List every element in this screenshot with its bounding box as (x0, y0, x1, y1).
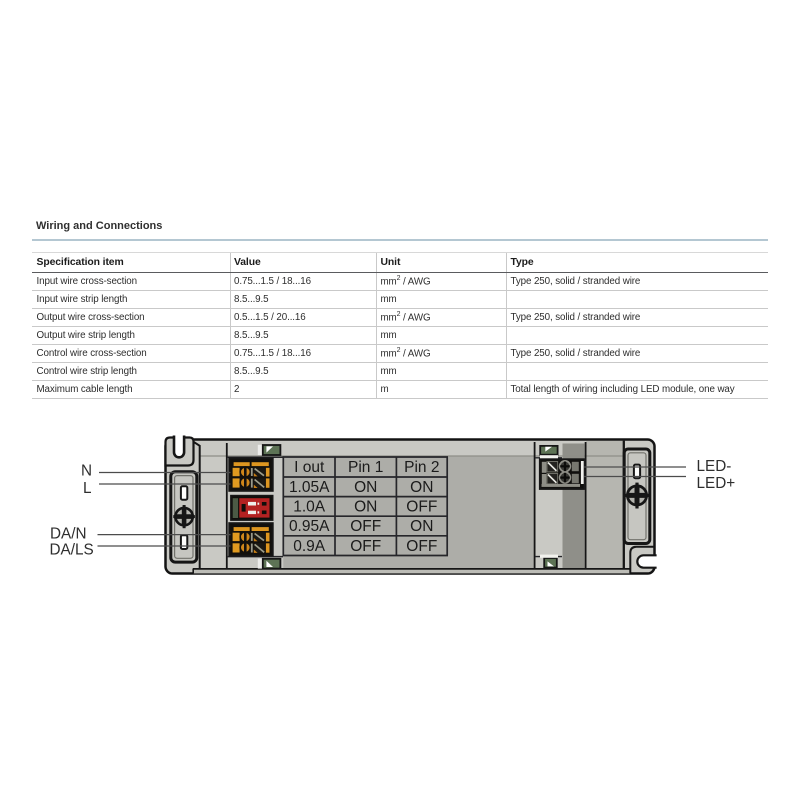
svg-text:OFF: OFF (350, 538, 381, 555)
svg-text:Pin 2: Pin 2 (404, 459, 439, 476)
svg-text:N: N (81, 462, 92, 479)
svg-text:Pin 1: Pin 1 (348, 459, 383, 476)
svg-text:0.9A: 0.9A (293, 538, 326, 555)
svg-text:0.95A: 0.95A (289, 518, 330, 535)
svg-text:ON: ON (354, 499, 377, 516)
svg-text:1.0A: 1.0A (293, 499, 326, 516)
svg-text:1.05A: 1.05A (289, 479, 330, 496)
svg-text:DA/LS: DA/LS (50, 541, 94, 558)
svg-text:ON: ON (410, 518, 433, 535)
svg-text:LED-: LED- (697, 458, 732, 475)
svg-text:OFF: OFF (350, 518, 381, 535)
svg-text:LED+: LED+ (697, 475, 736, 492)
svg-text:OFF: OFF (406, 499, 437, 516)
svg-text:OFF: OFF (406, 538, 437, 555)
svg-text:DA/N: DA/N (50, 525, 87, 542)
svg-text:I out: I out (294, 459, 325, 476)
svg-text:L: L (83, 480, 92, 497)
svg-text:ON: ON (354, 479, 377, 496)
svg-text:ON: ON (410, 479, 433, 496)
